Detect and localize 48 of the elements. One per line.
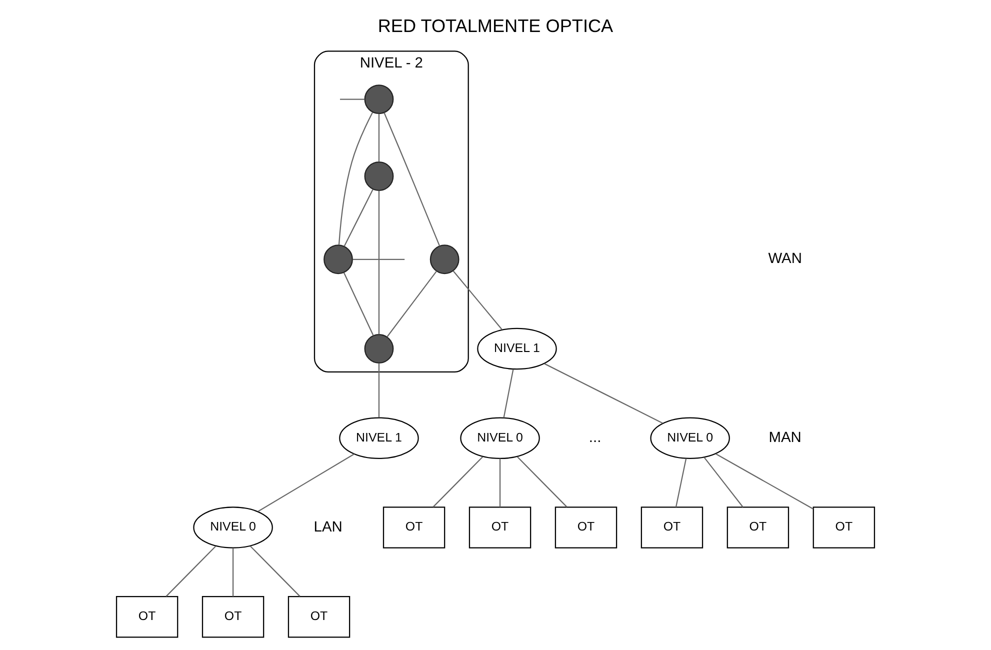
connector <box>258 454 355 512</box>
connector <box>452 270 503 330</box>
connector <box>716 453 814 510</box>
node-ellipse: NIVEL 0 <box>193 506 273 548</box>
node-box: OT <box>116 596 178 638</box>
node-box: OT <box>812 506 876 548</box>
connector <box>352 258 405 260</box>
connector <box>432 456 484 508</box>
label: MAN <box>768 430 802 446</box>
connector <box>343 272 374 336</box>
node-box: OT <box>382 506 446 548</box>
connector <box>675 458 687 508</box>
connector <box>544 363 664 424</box>
connector <box>499 458 501 508</box>
connector <box>344 189 374 247</box>
label: WAN <box>768 251 802 268</box>
connector <box>340 98 365 100</box>
node-box: OT <box>202 596 264 638</box>
node-ellipse: NIVEL 0 <box>460 417 540 460</box>
diagram-title: RED TOTALMENTE OPTICA <box>378 16 614 36</box>
node-circle <box>364 334 394 364</box>
connector <box>338 112 374 245</box>
connector <box>166 546 216 597</box>
node-circle <box>364 84 394 114</box>
node-circle <box>324 244 353 274</box>
node-box: OT <box>288 596 350 638</box>
connector <box>384 112 440 246</box>
cluster: NIVEL - 2 <box>314 50 469 373</box>
node-box: OT <box>554 506 618 548</box>
node-box: OT <box>726 506 790 548</box>
connector <box>503 369 514 418</box>
connector <box>704 456 744 508</box>
connector <box>232 548 234 596</box>
node-ellipse: NIVEL 1 <box>339 417 419 460</box>
label: ... <box>588 430 602 446</box>
node-box: OT <box>468 506 532 548</box>
connector <box>250 546 300 597</box>
connector <box>378 363 380 418</box>
label: LAN <box>314 519 342 536</box>
node-ellipse: NIVEL 1 <box>477 328 557 370</box>
node-circle <box>364 162 394 191</box>
connector <box>378 190 380 334</box>
node-box: OT <box>640 506 704 548</box>
node-circle <box>430 244 460 274</box>
node-ellipse: NIVEL 0 <box>650 417 730 460</box>
connector <box>386 270 437 338</box>
connector <box>517 456 568 508</box>
connector <box>378 114 380 162</box>
